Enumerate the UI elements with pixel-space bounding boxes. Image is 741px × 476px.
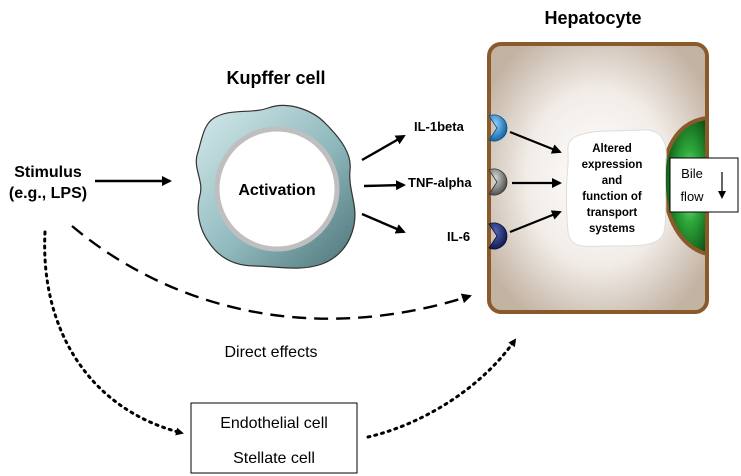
stellate-cell-label: Stellate cell — [233, 450, 315, 467]
bile-flow-arrowhead — [718, 191, 726, 199]
other-cells-to-hepatocyte-arrow — [366, 338, 517, 439]
stimulus-example-label: (e.g., LPS) — [9, 185, 87, 202]
bile-flow-label-1: Bile — [681, 166, 703, 181]
kupffer-to-tnf-arrow — [363, 180, 406, 191]
activation-label: Activation — [238, 182, 315, 199]
altered-text-4: function of — [582, 191, 642, 203]
stimulus-to-other-cells-arrow — [43, 230, 184, 436]
il6-receptor-icon — [488, 222, 508, 250]
il6-to-transport-arrow — [509, 210, 562, 234]
tnf-alpha-label: TNF-alpha — [408, 175, 472, 190]
kupffer-title: Kupffer cell — [226, 68, 325, 88]
tnf-receptor-icon — [488, 168, 508, 196]
altered-text-2: expression — [582, 159, 643, 171]
il1-to-transport-arrow — [509, 130, 562, 154]
other-cells-box — [190, 402, 358, 474]
direct-effects-arrow — [71, 225, 472, 320]
altered-transport-blob — [566, 129, 667, 247]
altered-text-6: systems — [589, 223, 635, 235]
il1beta-label: IL-1beta — [414, 119, 465, 134]
kupffer-nucleus — [214, 126, 340, 252]
endothelial-cell-label: Endothelial cell — [220, 415, 328, 432]
il1-receptor-icon — [488, 114, 508, 142]
bile-flow-box — [669, 157, 739, 213]
hepatocyte-title: Hepatocyte — [544, 8, 641, 28]
altered-text-1: Altered — [592, 143, 632, 155]
il6-label: IL-6 — [447, 229, 470, 244]
direct-effects-label: Direct effects — [224, 344, 317, 361]
kupffer-to-il1-arrow — [361, 134, 406, 162]
bile-flow-label-2: flow — [680, 189, 704, 204]
altered-text-5: transport — [587, 207, 638, 219]
kupffer-to-il6-arrow — [361, 212, 406, 234]
stimulus-label: Stimulus — [14, 164, 82, 181]
altered-text-3: and — [602, 175, 622, 187]
